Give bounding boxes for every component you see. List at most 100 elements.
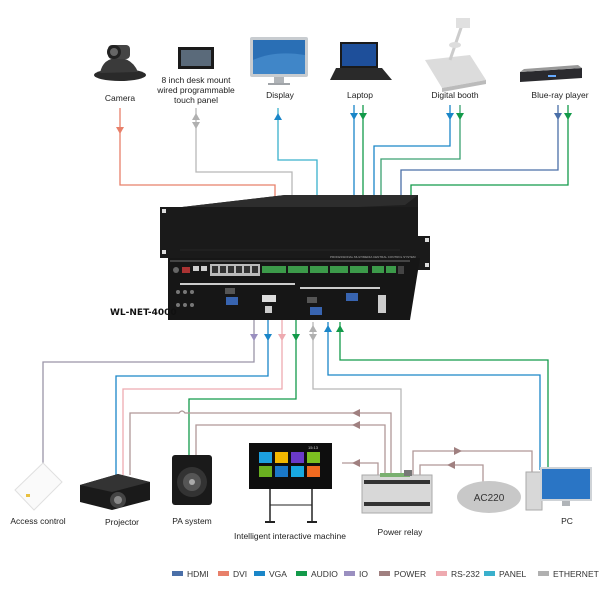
camera-device: Camera xyxy=(94,45,146,103)
arrow-rs232 xyxy=(278,334,286,341)
arrow-laptop-vga xyxy=(350,113,358,120)
arrow-display xyxy=(274,113,282,120)
arrow-laptop-audio xyxy=(359,113,367,120)
interactive-screen-icon: 15:13 xyxy=(249,443,332,523)
arrow-audio-out xyxy=(292,334,300,341)
wire-camera-dvi xyxy=(119,108,276,200)
legend-swatch-vga xyxy=(254,571,265,576)
monitor-icon xyxy=(250,37,308,85)
speaker-icon xyxy=(172,455,212,505)
projector-label: Projector xyxy=(105,517,139,527)
laptop-device: Laptop xyxy=(330,42,392,100)
ac220-label: AC220 xyxy=(474,493,505,504)
touch-panel-label-1: 8 inch desk mount xyxy=(162,75,232,85)
legend-label-hdmi: HDMI xyxy=(187,569,209,579)
wire-booth-vga xyxy=(373,105,451,200)
touch-panel-label-3: touch panel xyxy=(174,95,218,105)
pc-label: PC xyxy=(561,516,573,526)
arrow-camera xyxy=(116,127,124,134)
legend-label-rs-232: RS-232 xyxy=(451,569,480,579)
legend-swatch-dvi xyxy=(218,571,229,576)
legend-swatch-hdmi xyxy=(172,571,183,576)
legend-swatch-panel xyxy=(484,571,495,576)
wire-blueray-hdmi xyxy=(400,105,559,200)
wire-pc-audio xyxy=(339,322,549,470)
arrow-vga-out xyxy=(264,334,272,341)
ethernet-ports xyxy=(210,264,260,276)
wire-panel-ethernet xyxy=(195,108,293,200)
pa-system-device: PA system xyxy=(172,455,212,526)
legend-swatch-power xyxy=(379,571,390,576)
svg-text:PROFESSIONAL MULTIMEDIA CENTRA: PROFESSIONAL MULTIMEDIA CENTRAL CONTROL … xyxy=(330,255,416,259)
legend-label-power: POWER xyxy=(394,569,426,579)
wire-power-pc xyxy=(412,450,533,475)
access-control-device: Access control xyxy=(10,462,66,526)
interactive-machine-label: Intelligent interactive machine xyxy=(234,531,346,541)
legend-label-ethernet: ETHERNET xyxy=(553,569,599,579)
camera-icon xyxy=(94,45,146,81)
wire-pc-vga xyxy=(327,322,541,470)
legend-label-panel: PANEL xyxy=(499,569,527,579)
arrow-eth-up xyxy=(309,325,317,332)
interactive-machine-device: 15:13 Intelligent interactive machine xyxy=(234,443,346,541)
legend-swatch-io xyxy=(344,571,355,576)
arrow-booth-audio xyxy=(456,113,464,120)
arrow-power-3 xyxy=(352,459,360,467)
digital-booth-device: Digital booth xyxy=(425,18,486,100)
arrow-eth-down xyxy=(309,334,317,341)
blueray-player-icon xyxy=(520,65,582,82)
legend-swatch-audio xyxy=(296,571,307,576)
ac220-ellipse xyxy=(457,481,521,513)
screen-clock: 15:13 xyxy=(308,445,319,450)
legend: HDMI DVI VGA AUDIO IO POWER RS-232 PANEL ETHERNE… xyxy=(172,569,599,579)
power-relay-label: Power relay xyxy=(378,527,424,537)
blueray-label: Blue-ray player xyxy=(531,90,588,100)
arrow-power-1 xyxy=(352,409,360,417)
access-card-icon xyxy=(14,462,63,511)
pa-system-label: PA system xyxy=(172,516,212,526)
arrow-power-4 xyxy=(454,447,462,455)
pc-device: PC xyxy=(525,467,592,526)
arrow-booth-vga xyxy=(446,113,454,120)
display-label: Display xyxy=(266,90,295,100)
top-wires xyxy=(116,105,572,200)
ac220-device: AC220 xyxy=(457,481,521,513)
terminal-blocks xyxy=(262,266,396,273)
camera-label: Camera xyxy=(105,93,136,103)
touch-panel-label-2: wired programmable xyxy=(156,85,235,95)
wire-projector-vga xyxy=(115,310,269,475)
pc-icon xyxy=(525,467,592,511)
digital-booth-label: Digital booth xyxy=(431,90,479,100)
wire-power-projector xyxy=(129,410,392,475)
touch-panel-icon xyxy=(178,47,214,69)
arrow-ac220 xyxy=(447,461,455,469)
main-device-wl-net-4000: PROFESSIONAL MULTIMEDIA CENTRAL CONTROL … xyxy=(160,195,430,320)
arrow-io xyxy=(250,334,258,341)
legend-swatch-rs-232 xyxy=(436,571,447,576)
wire-projector-rs232 xyxy=(122,310,283,475)
access-control-label: Access control xyxy=(10,516,65,526)
legend-label-audio: AUDIO xyxy=(311,569,338,579)
device-name-label: WL-NET-4000 xyxy=(110,308,177,318)
legend-label-io: IO xyxy=(359,569,368,579)
laptop-label: Laptop xyxy=(347,90,373,100)
wire-display xyxy=(277,108,318,200)
projector-device: Projector xyxy=(80,474,150,527)
display-device: Display xyxy=(250,37,308,100)
legend-label-vga: VGA xyxy=(269,569,287,579)
arrow-pc-audio xyxy=(336,325,344,332)
power-relay-icon xyxy=(361,470,433,514)
document-camera-icon xyxy=(425,18,486,92)
blueray-device: Blue-ray player xyxy=(520,65,589,100)
arrow-blueray-audio xyxy=(564,113,572,120)
wire-booth-audio xyxy=(380,105,461,200)
arrow-blueray-hdmi xyxy=(554,113,562,120)
laptop-icon xyxy=(330,42,392,80)
touch-panel-device: 8 inch desk mount wired programmable tou… xyxy=(156,47,235,105)
legend-label-dvi: DVI xyxy=(233,569,247,579)
arrow-panel-down xyxy=(192,122,200,129)
wire-blueray-audio xyxy=(410,105,569,200)
arrow-pc-vga xyxy=(324,325,332,332)
wire-pa-audio xyxy=(188,310,297,455)
